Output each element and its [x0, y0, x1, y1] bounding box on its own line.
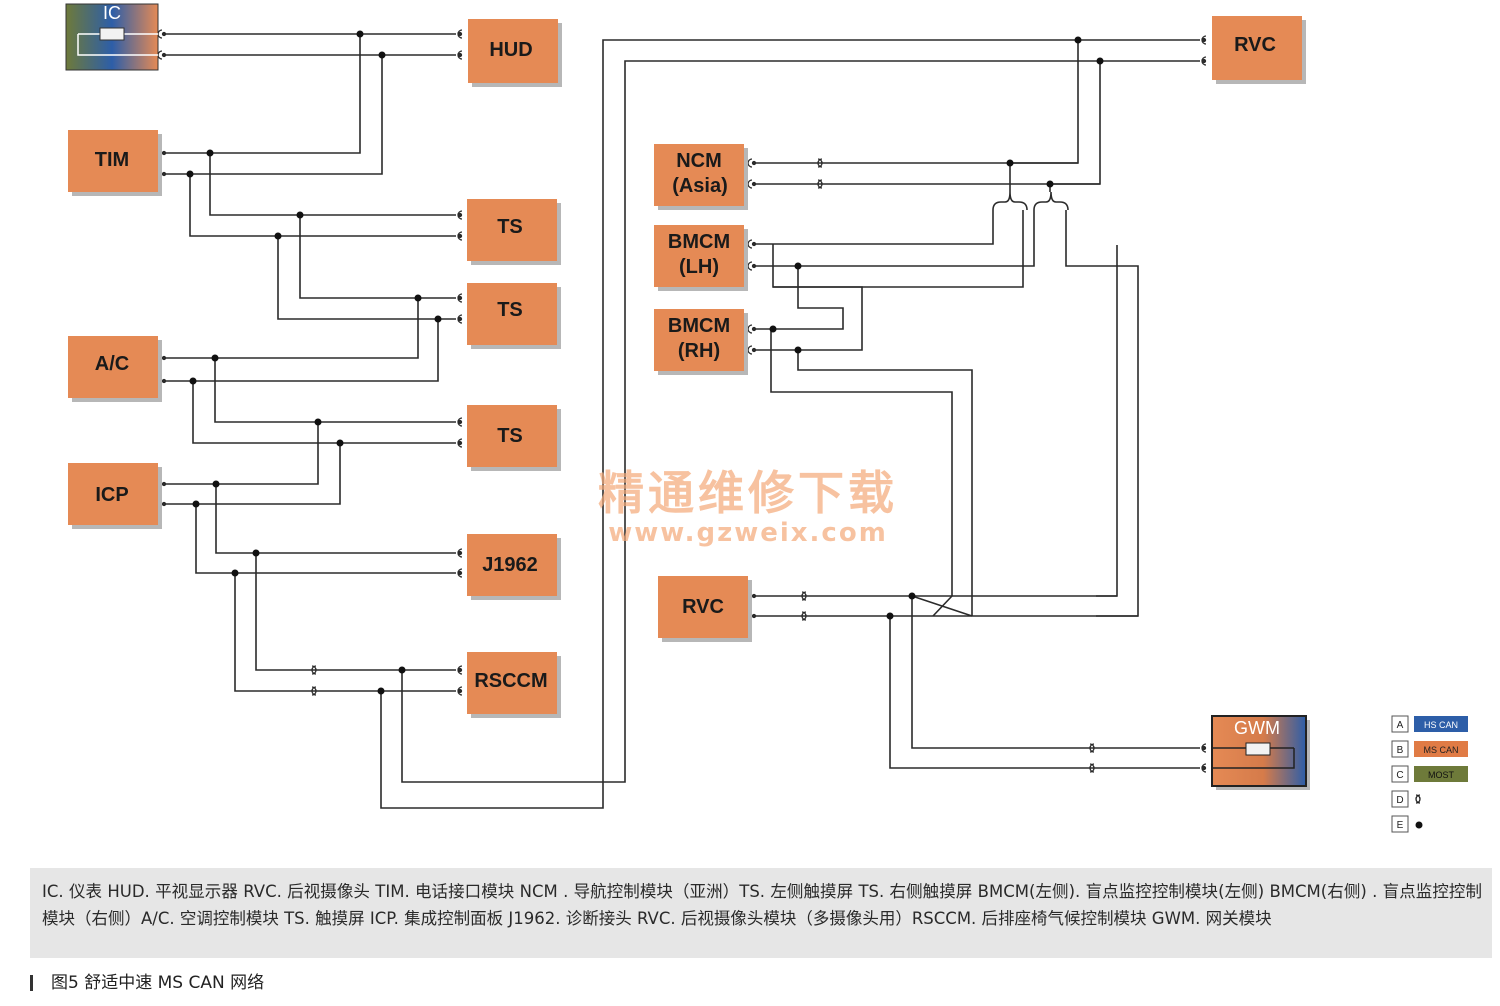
legend-letter: C	[1396, 770, 1403, 781]
module-rvc-mid[interactable]: RVC	[658, 576, 752, 642]
module-label: GWM	[1234, 718, 1280, 738]
module-ts-2[interactable]: TS	[467, 283, 561, 349]
legend-letter: D	[1396, 795, 1403, 806]
legend-label: MOST	[1428, 770, 1455, 780]
module-rsccm[interactable]: RSCCM	[467, 652, 561, 718]
junction-dot-icon	[1415, 821, 1423, 829]
module-label: ICP	[95, 484, 128, 506]
module-label: TIM	[95, 149, 129, 171]
figure-bar	[30, 975, 33, 991]
can-bus-wires	[165, 33, 1200, 809]
modules: IC HUD RVC TIM TS TS	[65, 3, 1310, 790]
module-label: RVC	[682, 596, 724, 618]
legend-item-e: E	[1391, 815, 1423, 833]
module-label: A/C	[95, 353, 129, 375]
watermark: 精通维修下载 www.gzweix.com	[598, 466, 898, 548]
module-ts-3[interactable]: TS	[467, 405, 561, 471]
module-label-line1: NCM	[676, 150, 722, 172]
module-label: J1962	[482, 554, 538, 576]
module-label: TS	[497, 425, 523, 447]
legend-label: HS CAN	[1424, 720, 1458, 730]
module-label: TS	[497, 216, 523, 238]
legend-item-b: B MS CAN	[1391, 740, 1468, 758]
module-label-line1: BMCM	[668, 231, 730, 253]
legend-letter: E	[1397, 820, 1404, 831]
legend-item-d: D	[1391, 790, 1421, 808]
legend-item-c: C MOST	[1391, 765, 1468, 783]
figure-title: 图5 舒适中速 MS CAN 网络	[30, 968, 264, 993]
watermark-url: www.gzweix.com	[608, 518, 888, 548]
legend-label: MS CAN	[1423, 745, 1458, 755]
module-rvc-top[interactable]: RVC	[1212, 16, 1306, 84]
module-label-line1: BMCM	[668, 315, 730, 337]
legend: A HS CAN B MS CAN C MOST D E	[1391, 715, 1468, 833]
figure-title-text: 图5 舒适中速 MS CAN 网络	[51, 973, 265, 993]
module-label: HUD	[489, 39, 532, 61]
legend-item-a: A HS CAN	[1391, 715, 1468, 733]
module-gwm[interactable]: GWM	[1211, 715, 1310, 790]
module-ncm-asia[interactable]: NCM (Asia)	[654, 144, 748, 210]
module-label-line2: (Asia)	[672, 175, 728, 197]
module-icp[interactable]: ICP	[68, 463, 162, 529]
caption-text: IC. 仪表 HUD. 平视显示器 RVC. 后视摄像头 TIM. 电话接口模块…	[42, 882, 1482, 928]
module-ac[interactable]: A/C	[68, 336, 162, 402]
module-ic[interactable]: IC	[65, 3, 159, 71]
inline-connector-icon	[1415, 794, 1421, 804]
module-label: IC	[103, 3, 121, 23]
module-bmcm-rh[interactable]: BMCM (RH)	[654, 309, 748, 375]
legend-letter: A	[1397, 720, 1404, 731]
module-j1962[interactable]: J1962	[467, 534, 561, 600]
watermark-cn: 精通维修下载	[598, 466, 898, 520]
module-bmcm-lh[interactable]: BMCM (LH)	[654, 225, 748, 291]
module-label: RSCCM	[474, 670, 547, 692]
module-hud[interactable]: HUD	[468, 19, 562, 87]
connector-symbols	[157, 29, 1207, 773]
module-tim[interactable]: TIM	[68, 130, 162, 196]
module-label-line2: (RH)	[678, 340, 720, 362]
junction-dots	[186, 30, 1104, 695]
module-label: TS	[497, 299, 523, 321]
caption-box: IC. 仪表 HUD. 平视显示器 RVC. 后视摄像头 TIM. 电话接口模块…	[30, 868, 1492, 958]
module-label-line2: (LH)	[679, 256, 719, 278]
module-ts-1[interactable]: TS	[467, 199, 561, 265]
legend-letter: B	[1397, 745, 1404, 756]
network-diagram: IC HUD RVC TIM TS TS	[65, 3, 1468, 833]
module-label: RVC	[1234, 34, 1276, 56]
